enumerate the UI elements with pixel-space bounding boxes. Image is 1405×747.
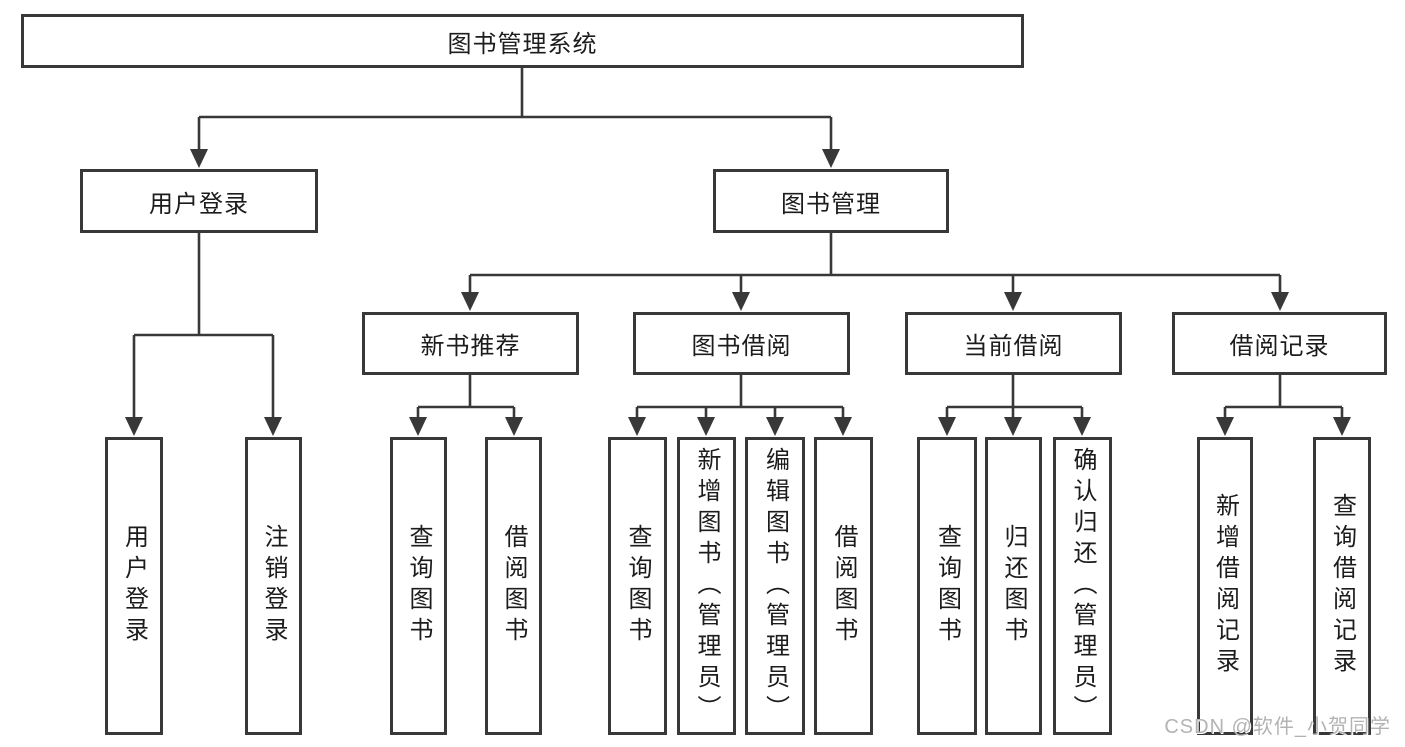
csdn-watermark: CSDN @软件_小贺同学 (1164, 716, 1391, 738)
node-leaf-logout: 注销登录 (245, 437, 302, 735)
node-book-management-branch: 图书管理 (713, 169, 949, 233)
node-current-borrow: 当前借阅 (905, 312, 1122, 375)
node-leaf-borrow-borrow-books: 借阅图书 (814, 437, 873, 735)
node-new-book-recommend: 新书推荐 (362, 312, 579, 375)
node-leaf-records-query-record: 查询借阅记录 (1313, 437, 1371, 735)
node-leaf-current-query-books: 查询图书 (917, 437, 977, 735)
node-user-login-branch: 用户登录 (80, 169, 318, 233)
node-leaf-current-confirm-return-admin: 确认归还（管理员） (1053, 437, 1112, 735)
node-leaf-current-return-books: 归还图书 (985, 437, 1042, 735)
node-leaf-recommend-borrow-books: 借阅图书 (485, 437, 542, 735)
node-leaf-borrow-edit-books-admin: 编辑图书（管理员） (745, 437, 805, 735)
node-leaf-user-login: 用户登录 (105, 437, 163, 735)
node-leaf-records-add-record: 新增借阅记录 (1197, 437, 1253, 735)
node-root: 图书管理系统 (21, 14, 1024, 68)
node-borrow-records: 借阅记录 (1172, 312, 1387, 375)
node-leaf-recommend-query-books: 查询图书 (390, 437, 447, 735)
node-book-borrow: 图书借阅 (633, 312, 850, 375)
node-leaf-borrow-add-books-admin: 新增图书（管理员） (677, 437, 736, 735)
node-leaf-borrow-query-books: 查询图书 (608, 437, 667, 735)
